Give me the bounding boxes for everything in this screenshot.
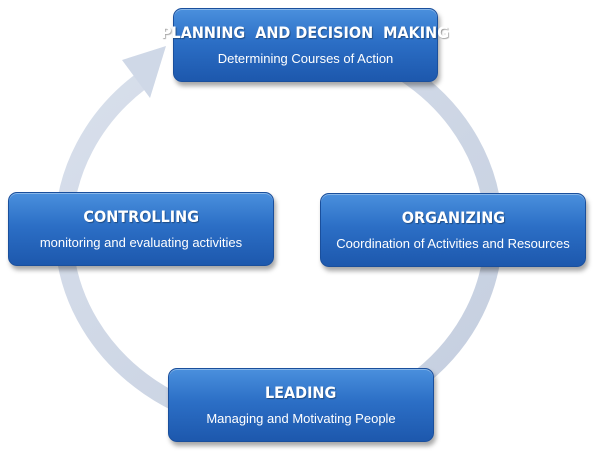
controlling-title: CONTROLLING [83, 207, 199, 226]
leading-title: LEADING [265, 383, 337, 402]
leading-node: LEADING Managing and Motivating People [168, 368, 434, 442]
controlling-subtitle: monitoring and evaluating activities [39, 235, 243, 250]
planning-title: PLANNING AND DECISION MAKING [161, 23, 450, 42]
organizing-subtitle: Coordination of Activities and Resources [336, 236, 570, 251]
planning-subtitle: Determining Courses of Action [217, 51, 394, 66]
leading-subtitle: Managing and Motivating People [206, 411, 396, 426]
controlling-node: CONTROLLING monitoring and evaluating ac… [8, 192, 274, 266]
cycle-arrowhead [122, 46, 166, 98]
organizing-node: ORGANIZING Coordination of Activities an… [320, 193, 586, 267]
organizing-title: ORGANIZING [401, 208, 505, 227]
planning-node: PLANNING AND DECISION MAKING Determining… [161, 8, 450, 82]
